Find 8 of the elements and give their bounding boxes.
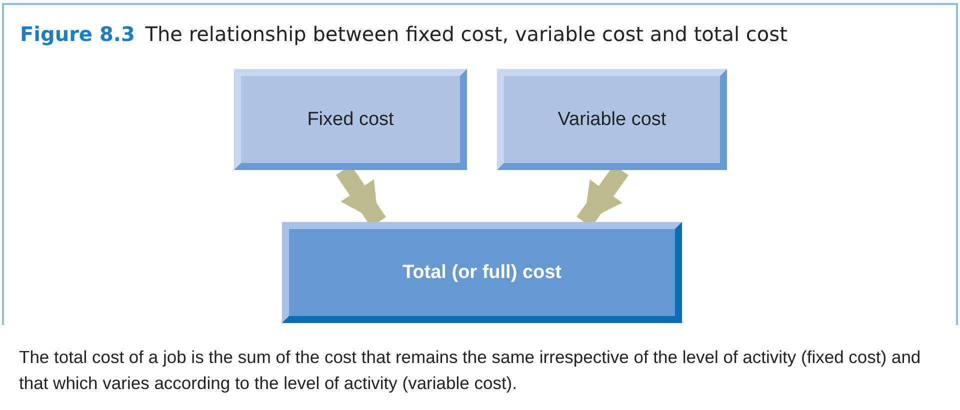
total-cost-box [282, 222, 682, 323]
figure-title: Figure 8.3 The relationship between fixed cost, variable cost and total cost [20, 22, 788, 46]
cost-box [497, 69, 727, 170]
box-label: Total (or full) cost [402, 262, 562, 284]
box-label: Variable cost [558, 108, 666, 130]
figure-caption: The total cost of a job is the sum of the cost that remains the same irrespective of the level of activity (fixed cost) and that which varies according to the level of activity (variable cost). [19, 346, 922, 395]
cost-box [234, 69, 467, 170]
box-label: Fixed cost [307, 108, 394, 130]
